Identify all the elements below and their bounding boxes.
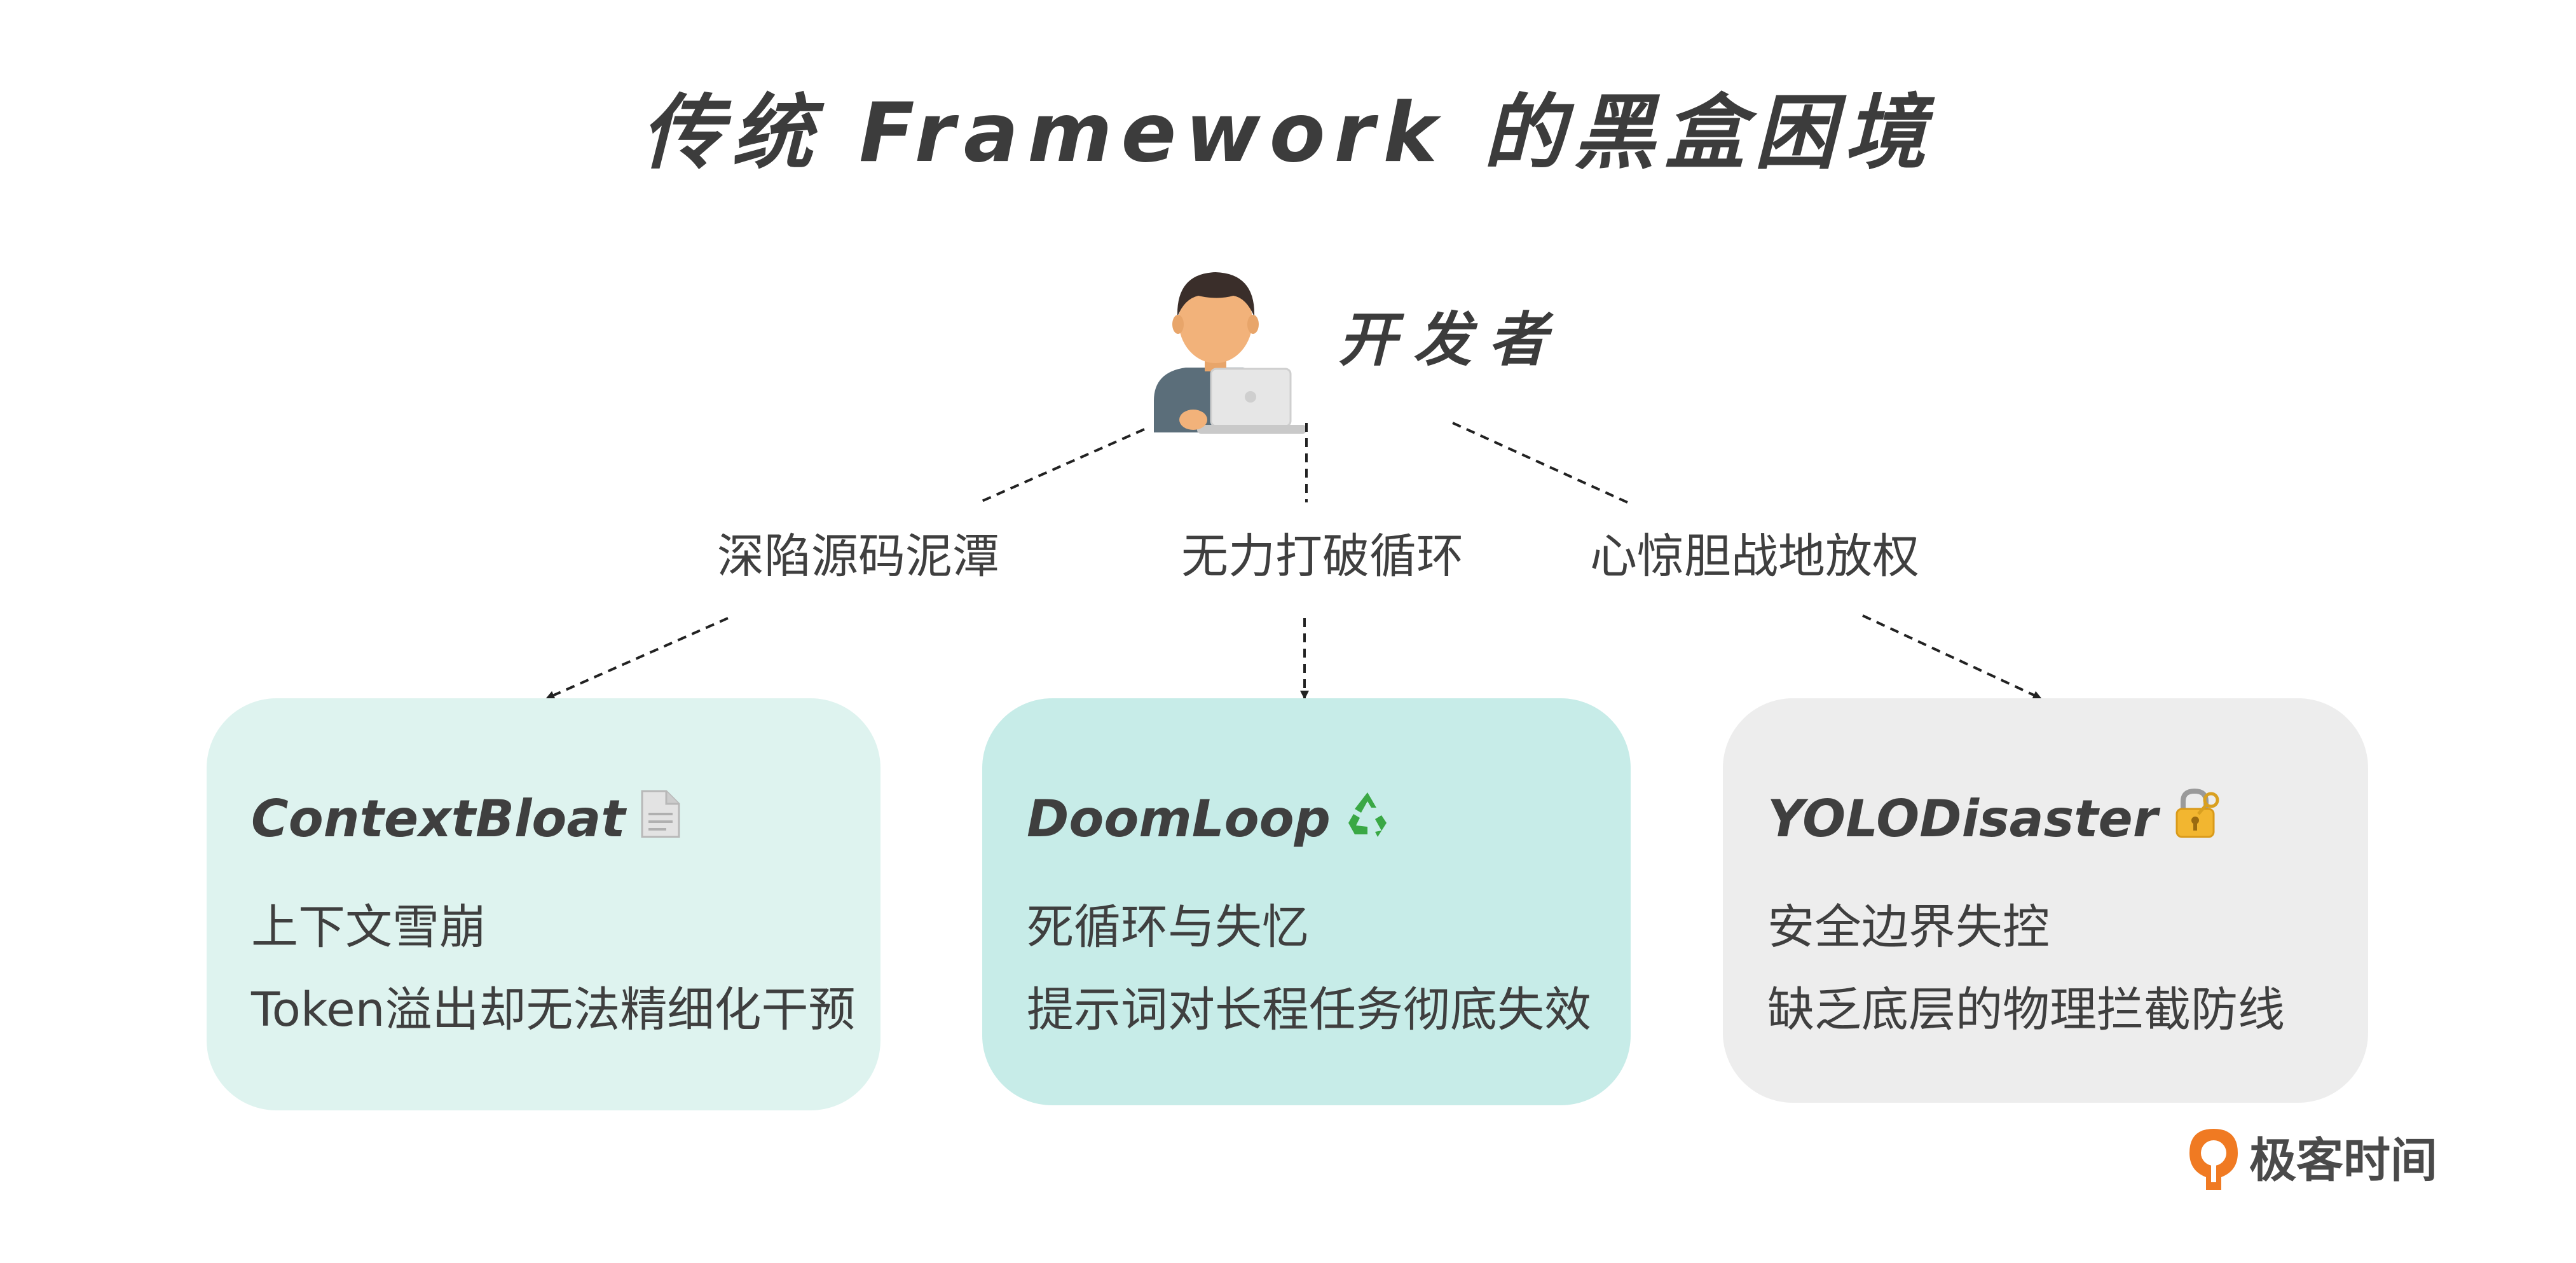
connector-left-top [978, 428, 1145, 504]
card-title-text: YOLODisaster [1767, 789, 2158, 848]
card-line-2: 提示词对长程任务彻底失效 [1027, 983, 1591, 1037]
document-icon [637, 784, 683, 860]
brand-logo: 极客时间 [2187, 1122, 2437, 1199]
connector-right-bottom [1862, 614, 2042, 700]
developer-with-laptop-icon [1141, 261, 1306, 439]
card-doom-loop: DoomLoop 死循环与失忆 提示词对长程任务彻底失效 [982, 698, 1631, 1105]
lock-with-key-icon [2169, 784, 2223, 860]
connector-right-top [1452, 422, 1628, 504]
card-context-bloat: ContextBloat 上下文雪崩 Token溢出却无法精细化干预 [207, 698, 880, 1110]
geektime-logo-icon [2187, 1126, 2240, 1195]
card-title-text: DoomLoop [1027, 789, 1331, 848]
card-line-1: 上下文雪崩 [251, 900, 486, 955]
card-title: ContextBloat [251, 781, 683, 857]
card-line-2: Token溢出却无法精细化干预 [251, 983, 856, 1037]
card-line-1: 死循环与失忆 [1027, 900, 1309, 955]
card-line-2: 缺乏底层的物理拦截防线 [1767, 983, 2285, 1037]
card-title-text: ContextBloat [251, 789, 626, 848]
card-title: YOLODisaster [1767, 781, 2223, 857]
branch-label-source-swamp: 深陷源码泥潭 [717, 529, 999, 584]
brand-name: 极客时间 [2249, 1133, 2437, 1188]
branch-label-anxious-delegation: 心惊胆战地放权 [1590, 529, 1919, 584]
recycle-icon [1342, 784, 1393, 860]
card-title: DoomLoop [1027, 781, 1393, 857]
branch-label-cannot-break-loop: 无力打破循环 [1181, 529, 1463, 584]
connector-left-bottom [545, 617, 729, 700]
diagram-title: 传统 Framework 的黑盒困境 [641, 86, 1935, 181]
card-yolo-disaster: YOLODisaster 安全边界失控 缺乏底层的物理拦截防线 [1723, 698, 2368, 1103]
developer-label: 开发者 [1338, 306, 1564, 374]
card-line-1: 安全边界失控 [1767, 900, 2050, 955]
